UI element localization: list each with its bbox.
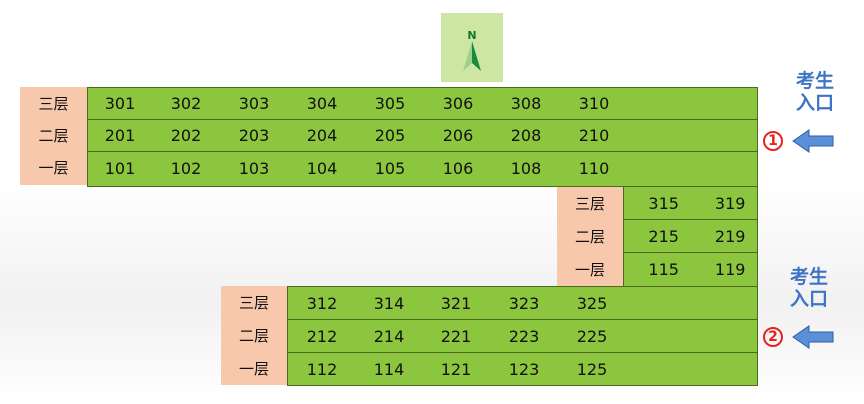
room-cell: 301 [104,94,136,113]
room-cell: 204 [306,126,338,145]
entrance-number: 1 [768,133,778,149]
room-row: 112 114 121 123 125 [288,353,757,386]
entrance-number: 2 [768,329,778,345]
room-row: 215 219 [624,220,757,253]
room-cell: 223 [508,326,540,346]
floor-label: 三层 [38,94,69,113]
entrance-number-badge: 2 [763,327,783,347]
room-cell: 321 [440,293,472,313]
room-row: 312 314 321 323 325 [288,287,757,320]
room-cell: 208 [510,126,542,145]
block3-floor-labels: 三层 二层 一层 [221,286,287,385]
room-cell: 203 [238,126,270,145]
room-cell: 123 [508,360,540,379]
room-cell: 106 [442,158,474,178]
room-cell: 108 [510,158,542,178]
block2-floor-labels: 三层 二层 一层 [557,187,623,286]
entrance-arrow-left-icon [792,129,834,153]
room-cell: 114 [373,360,405,379]
room-cell: 319 [714,193,746,213]
room-cell: 121 [440,360,472,379]
floor-label: 一层 [574,261,605,279]
room-cell: 104 [306,158,338,178]
floor-label: 三层 [238,294,269,312]
entrance-1-label: 考生 入口 [792,70,838,114]
north-compass-icon: N [441,13,503,82]
room-cell: 119 [714,260,746,279]
room-row: 201 202 203 204 205 206 208 210 [88,120,757,152]
room-cell: 125 [576,360,608,379]
room-cell: 210 [578,126,610,145]
room-cell: 212 [306,326,338,346]
room-cell: 201 [104,126,136,145]
room-cell: 112 [306,360,338,379]
room-row: 301 302 303 304 305 306 308 310 [88,88,757,120]
room-cell: 110 [578,158,610,178]
room-cell: 115 [648,260,679,279]
room-cell: 105 [374,158,406,178]
room-cell: 206 [442,126,474,145]
room-cell: 312 [306,293,338,313]
entrance-number-badge: 1 [763,131,783,151]
room-cell: 101 [104,158,136,178]
block2-room-grid: 315 319 215 219 115 119 [623,186,758,287]
block3-room-grid: 312 314 321 323 325 212 214 221 223 225 … [287,286,758,386]
room-cell: 325 [576,293,608,313]
room-cell: 202 [170,126,202,145]
room-cell: 308 [510,94,542,113]
room-cell: 221 [440,326,472,346]
room-row: 212 214 221 223 225 [288,320,757,353]
room-cell: 315 [648,193,679,213]
room-cell: 103 [238,158,270,178]
floor-label: 二层 [238,327,269,345]
room-cell: 214 [373,326,405,346]
room-row: 315 319 [624,187,757,220]
north-label: N [467,29,477,42]
room-cell: 306 [442,94,474,113]
floor-label: 三层 [574,195,605,213]
room-cell: 205 [374,126,406,145]
room-row: 101 102 103 104 105 106 108 110 [88,152,757,184]
entrance-arrow-left-icon [792,325,834,349]
entrance-label-line: 考生 [795,70,834,92]
entrance-label-line: 入口 [789,288,828,310]
room-cell: 215 [648,226,679,246]
block1-room-grid: 301 302 303 304 305 306 308 310 201 202 … [87,87,758,187]
block1-floor-labels: 三层 二层 一层 [20,87,87,185]
room-cell: 102 [170,158,202,178]
room-cell: 219 [714,226,746,246]
entrance-label-line: 考生 [789,266,828,288]
room-row: 115 119 [624,253,757,286]
room-cell: 305 [374,94,406,113]
room-cell: 310 [578,94,610,113]
floor-label: 二层 [574,228,605,246]
room-cell: 302 [170,94,202,113]
room-cell: 303 [238,94,270,113]
room-cell: 304 [306,94,338,113]
floor-label: 一层 [38,158,69,177]
floor-label: 一层 [238,360,269,378]
room-cell: 225 [576,326,608,346]
room-cell: 323 [508,293,540,313]
entrance-label-line: 入口 [795,92,834,114]
entrance-2-label: 考生 入口 [786,266,832,310]
floor-label: 二层 [38,126,69,145]
room-cell: 314 [373,293,405,313]
compass-arrow-icon [463,41,481,71]
